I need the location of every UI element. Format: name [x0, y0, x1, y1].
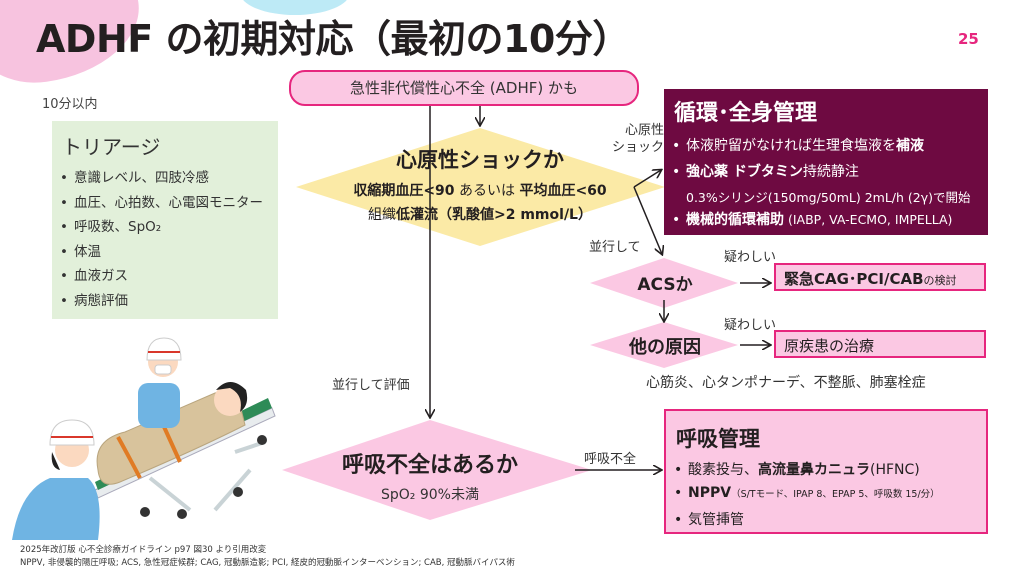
shock-criteria-perfusion: 組織低灌流（乳酸値>2 mmol/L）	[368, 207, 592, 223]
triage-item: •病態評価	[60, 292, 128, 309]
stretcher-illustration	[12, 337, 276, 540]
triage-panel: トリアージ •意識レベル、四肢冷感 •血圧、心拍数、心電図モニター •呼吸数、S…	[52, 121, 278, 319]
triage-heading: トリアージ	[62, 135, 161, 159]
other-cause-diamond	[590, 322, 738, 368]
label-cardiogenic-shock: 心原性ショック	[612, 123, 665, 155]
respiratory-question: 呼吸不全はあるか	[341, 453, 518, 478]
circulation-item-inotrope: •強心薬 ドブタミン持続静注	[672, 164, 859, 180]
triage-item: •体温	[60, 243, 101, 260]
circulation-heading: 循環･全身管理	[674, 101, 818, 126]
acs-question: ACSか	[637, 275, 693, 295]
label-other-suspected: 疑わしい	[724, 318, 777, 333]
shock-diamond	[296, 128, 665, 246]
source-footnote: 2025年改訂版 心不全診療ガイドライン p97 図30 より引用改変	[20, 545, 267, 555]
shock-to-acs-arrow	[633, 186, 662, 254]
circulation-item-mcs: •機械的循環補助 (IABP, VA-ECMO, IMPELLA)	[672, 212, 953, 228]
shock-criteria-bp: 収縮期血圧<90 あるいは 平均血圧<60	[353, 183, 607, 199]
triage-list: •意識レベル、四肢冷感 •血圧、心拍数、心電図モニター •呼吸数、SpO₂ •体…	[60, 166, 263, 313]
triage-item: •意識レベル、四肢冷感	[60, 170, 209, 186]
label-acs-suspected: 疑わしい	[724, 250, 777, 265]
slide-title: ADHF の初期対応（最初の10分）	[36, 17, 630, 61]
respiratory-item-oxygen: •酸素投与、高流量鼻カニュラ(HFNC)	[674, 462, 920, 478]
other-cause-question: 他の原因	[629, 337, 701, 358]
triage-item: •血圧、心拍数、心電図モニター	[60, 194, 263, 211]
respiratory-item-nppv: •NPPV（S/Tモード、IPAP 8、EPAP 5、呼吸数 15/分）	[674, 485, 940, 501]
triage-item: •血液ガス	[60, 268, 128, 284]
circulation-management-panel: 循環･全身管理 •体液貯留がなければ生理食塩液を補液 •強心薬 ドブタミン持続静…	[664, 89, 988, 235]
acs-diamond	[590, 258, 738, 308]
triage-item: •呼吸数、SpO₂	[60, 219, 162, 235]
respiratory-item-intubation: •気管挿管	[674, 512, 744, 528]
shock-to-circulation-arrow	[633, 170, 661, 188]
label-in-parallel: 並行して	[589, 240, 641, 255]
respiratory-heading: 呼吸管理	[676, 427, 760, 451]
page-number: 25	[958, 30, 979, 48]
circulation-item-fluid: •体液貯留がなければ生理食塩液を補液	[672, 138, 924, 154]
urgent-cag-box: 緊急CAG･PCI/CABの検討	[774, 263, 986, 291]
time-window-label: 10分以内	[42, 97, 98, 112]
circulation-dobutamine-dose: 0.3%シリンジ(150mg/50mL) 2mL/h (2γ)で開始	[686, 190, 971, 205]
abbreviations-footnote: NPPV, 非侵襲的陽圧呼吸; ACS, 急性冠症候群; CAG, 冠動脈造影;…	[20, 558, 515, 568]
start-node: 急性非代償性心不全 (ADHF) かも	[289, 70, 639, 106]
respiratory-criteria: SpO₂ 90%未満	[381, 487, 479, 503]
respiratory-management-panel: 呼吸管理 •酸素投与、高流量鼻カニュラ(HFNC) •NPPV（S/Tモード、I…	[664, 409, 988, 534]
other-causes-list: 心筋炎、心タンポナーデ、不整脈、肺塞栓症	[646, 375, 926, 391]
label-respiratory-failure: 呼吸不全	[584, 452, 637, 467]
underlying-treatment-box: 原疾患の治療	[774, 330, 986, 358]
decorative-blue-brush	[240, 0, 350, 15]
label-parallel-evaluation: 並行して評価	[332, 378, 410, 393]
respiratory-diamond	[282, 420, 592, 520]
shock-question: 心原性ショックか	[396, 148, 564, 172]
